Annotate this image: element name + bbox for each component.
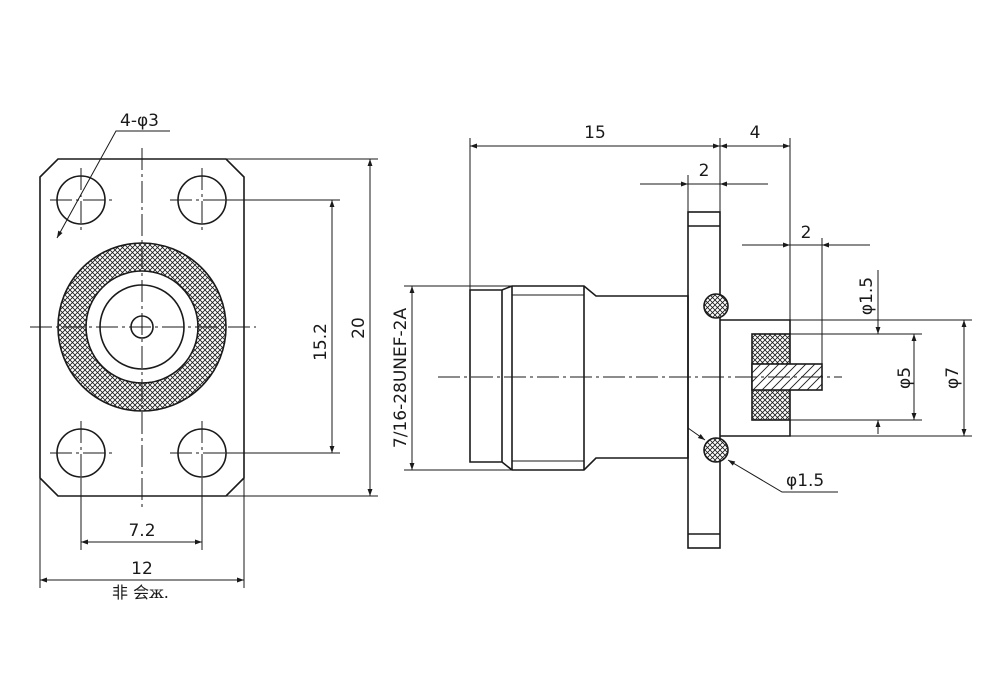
dim-pin-length: 2 bbox=[801, 223, 812, 243]
dim-width-inner: 7.2 bbox=[128, 521, 155, 541]
dim-oring-bottom: φ1.5 bbox=[786, 471, 824, 491]
oring-bottom bbox=[703, 437, 729, 463]
hole-callout-leader bbox=[56, 130, 170, 239]
oring-bottom-leader bbox=[687, 427, 706, 441]
oring-bottom-leader bbox=[727, 459, 838, 493]
dim-length: 15 bbox=[584, 123, 606, 143]
dim-height-inner: 15.2 bbox=[311, 323, 331, 361]
hole-callout: 4-φ3 bbox=[120, 111, 159, 131]
dim-inner-dia: φ5 bbox=[895, 367, 915, 389]
dim-outer-dia: φ7 bbox=[943, 367, 963, 389]
dim-flange-offset: 4 bbox=[750, 123, 761, 143]
dim-height-outer: 20 bbox=[349, 317, 369, 339]
dim-width-outer: 12 bbox=[131, 559, 153, 579]
dim-oring-top: φ1.5 bbox=[857, 277, 877, 315]
thread-spec: 7/16-28UNEF-2A bbox=[391, 308, 411, 449]
dim-flange-thickness: 2 bbox=[699, 161, 710, 181]
side-view: 15 4 2 2 φ1.5 φ5 φ7 bbox=[391, 123, 972, 549]
flange-plate bbox=[687, 211, 721, 549]
oring-top bbox=[703, 293, 729, 319]
handwritten-note: 非 会ж. bbox=[112, 583, 169, 602]
front-view: 4-φ3 15.2 20 7.2 12 非 会ж. bbox=[30, 111, 378, 602]
